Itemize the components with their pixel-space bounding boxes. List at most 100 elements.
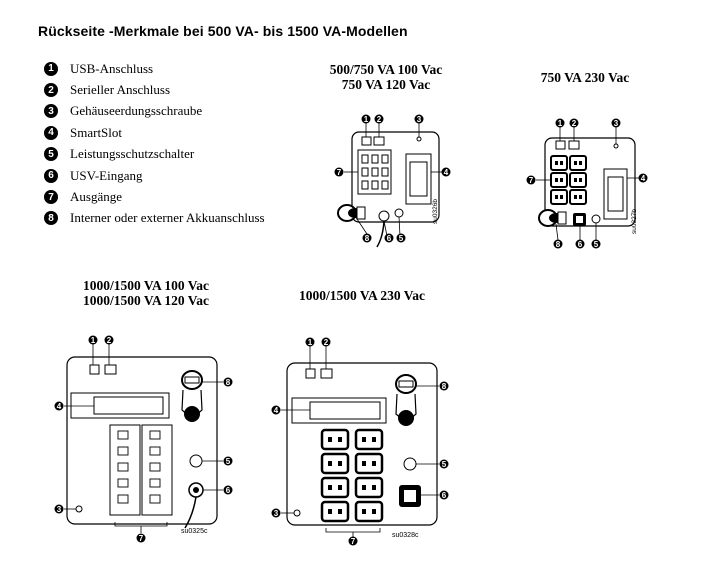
legend-label: Gehäuseerdungsschraube: [70, 103, 203, 119]
panel-2-code: su0327b: [631, 209, 638, 234]
svg-text:5: 5: [226, 457, 231, 466]
svg-text:4: 4: [444, 168, 449, 177]
svg-text:6: 6: [387, 234, 392, 243]
callout-4: [54, 401, 64, 411]
callout-1: [88, 335, 98, 345]
callout-8: [362, 233, 372, 243]
page-title: Rückseite -Merkmale bei 500 VA- bis 1500…: [38, 23, 408, 39]
legend-item: 6 USV-Eingang: [44, 165, 265, 186]
panel-3-header-line1: 1000/1500 VA 100 Vac: [83, 278, 209, 293]
number-badge: 3: [44, 104, 58, 119]
svg-text:6: 6: [578, 240, 583, 249]
panel-1-header: 500/750 VA 100 Vac 750 VA 120 Vac: [318, 62, 454, 92]
callout-7: [526, 175, 536, 185]
legend-label: Serieller Anschluss: [70, 82, 171, 98]
legend-label: USB-Anschluss: [70, 60, 154, 76]
callout-5: [396, 233, 406, 243]
legend-item: 1 USB-Anschluss: [44, 58, 265, 79]
number-badge: 1: [44, 61, 58, 76]
svg-text:6: 6: [442, 491, 447, 500]
callout-7: [334, 167, 344, 177]
svg-text:7: 7: [139, 534, 144, 543]
legend-item: 4 SmartSlot: [44, 122, 265, 143]
callout-6: [439, 490, 449, 500]
callout-3: [611, 118, 621, 128]
svg-text:3: 3: [274, 509, 279, 518]
svg-text:1: 1: [308, 338, 313, 347]
panel-1-header-line2: 750 VA 120 Vac: [341, 77, 431, 92]
panel-3-header-line2: 1000/1500 VA 120 Vac: [83, 293, 209, 308]
callout-1: [361, 114, 371, 124]
callout-5: [591, 239, 601, 249]
callout-6: [575, 239, 585, 249]
panel-3-diagram: 1 2 4 8 5 6 3 7 su0325c: [54, 335, 233, 543]
callout-2: [374, 114, 384, 124]
number-badge: 2: [44, 83, 58, 98]
svg-text:8: 8: [442, 382, 447, 391]
legend-label: Leistungsschutzschalter: [70, 146, 195, 162]
svg-text:5: 5: [399, 234, 404, 243]
svg-text:7: 7: [529, 176, 534, 185]
svg-text:2: 2: [377, 115, 382, 124]
svg-text:5: 5: [594, 240, 599, 249]
number-badge: 6: [44, 168, 58, 183]
callout-8: [439, 381, 449, 391]
callout-7: [136, 533, 146, 543]
callout-5: [223, 456, 233, 466]
panel-4-code: su0328c: [392, 532, 419, 539]
callout-6: [223, 485, 233, 495]
callout-3: [54, 504, 64, 514]
svg-text:8: 8: [556, 240, 561, 249]
svg-text:5: 5: [442, 460, 447, 469]
callout-2: [569, 118, 579, 128]
svg-text:6: 6: [226, 486, 231, 495]
legend-label: Ausgänge: [70, 189, 122, 205]
number-badge: 5: [44, 147, 58, 162]
legend-item: 2 Serieller Anschluss: [44, 79, 265, 100]
svg-text:7: 7: [337, 168, 342, 177]
panel-1-code: su0326b: [432, 199, 439, 224]
callout-5: [439, 459, 449, 469]
panel-1-header-line1: 500/750 VA 100 Vac: [329, 62, 443, 77]
legend-list: 1 USB-Anschluss 2 Serieller Anschluss 3 Geh…: [44, 58, 265, 229]
panel-3-header: 1000/1500 VA 100 Vac 1000/1500 VA 120 Va…: [66, 278, 226, 308]
legend-label: USV-Eingang: [70, 167, 143, 183]
svg-text:3: 3: [417, 115, 422, 124]
callout-1: [555, 118, 565, 128]
legend-label: SmartSlot: [70, 124, 123, 140]
panel-2-diagram: 1 2 3 7 4 8 6 5 su0327b: [526, 118, 648, 249]
legend-item: 3 Gehäuseerdungsschraube: [44, 101, 265, 122]
callout-4: [441, 167, 451, 177]
callout-2: [321, 337, 331, 347]
svg-text:4: 4: [57, 402, 62, 411]
legend-label: Interner oder externer Akkuanschluss: [70, 210, 265, 226]
panel-4-header: 1000/1500 VA 230 Vac: [299, 288, 425, 303]
svg-text:7: 7: [351, 537, 356, 546]
callout-3: [271, 508, 281, 518]
callout-2: [104, 335, 114, 345]
svg-text:1: 1: [558, 119, 563, 128]
callout-4: [638, 173, 648, 183]
svg-text:3: 3: [614, 119, 619, 128]
callout-8: [223, 377, 233, 387]
svg-text:8: 8: [226, 378, 231, 387]
callout-3: [414, 114, 424, 124]
callout-7: [348, 536, 358, 546]
callout-6: [384, 233, 394, 243]
svg-text:2: 2: [572, 119, 577, 128]
svg-text:2: 2: [324, 338, 329, 347]
legend-item: 8 Interner oder externer Akkuanschluss: [44, 208, 265, 229]
legend-item: 5 Leistungsschutzschalter: [44, 144, 265, 165]
callout-1: [305, 337, 315, 347]
callout-4: [271, 405, 281, 415]
panel-1-diagram: 1 2 3 7 4 8 6 5 su0326b: [334, 114, 451, 248]
number-badge: 4: [44, 125, 58, 140]
number-badge: 8: [44, 211, 58, 226]
svg-text:1: 1: [91, 336, 96, 345]
panel-2-header: 750 VA 230 Vac: [540, 70, 630, 85]
svg-text:3: 3: [57, 505, 62, 514]
svg-text:8: 8: [365, 234, 370, 243]
svg-text:1: 1: [364, 115, 369, 124]
svg-text:2: 2: [107, 336, 112, 345]
